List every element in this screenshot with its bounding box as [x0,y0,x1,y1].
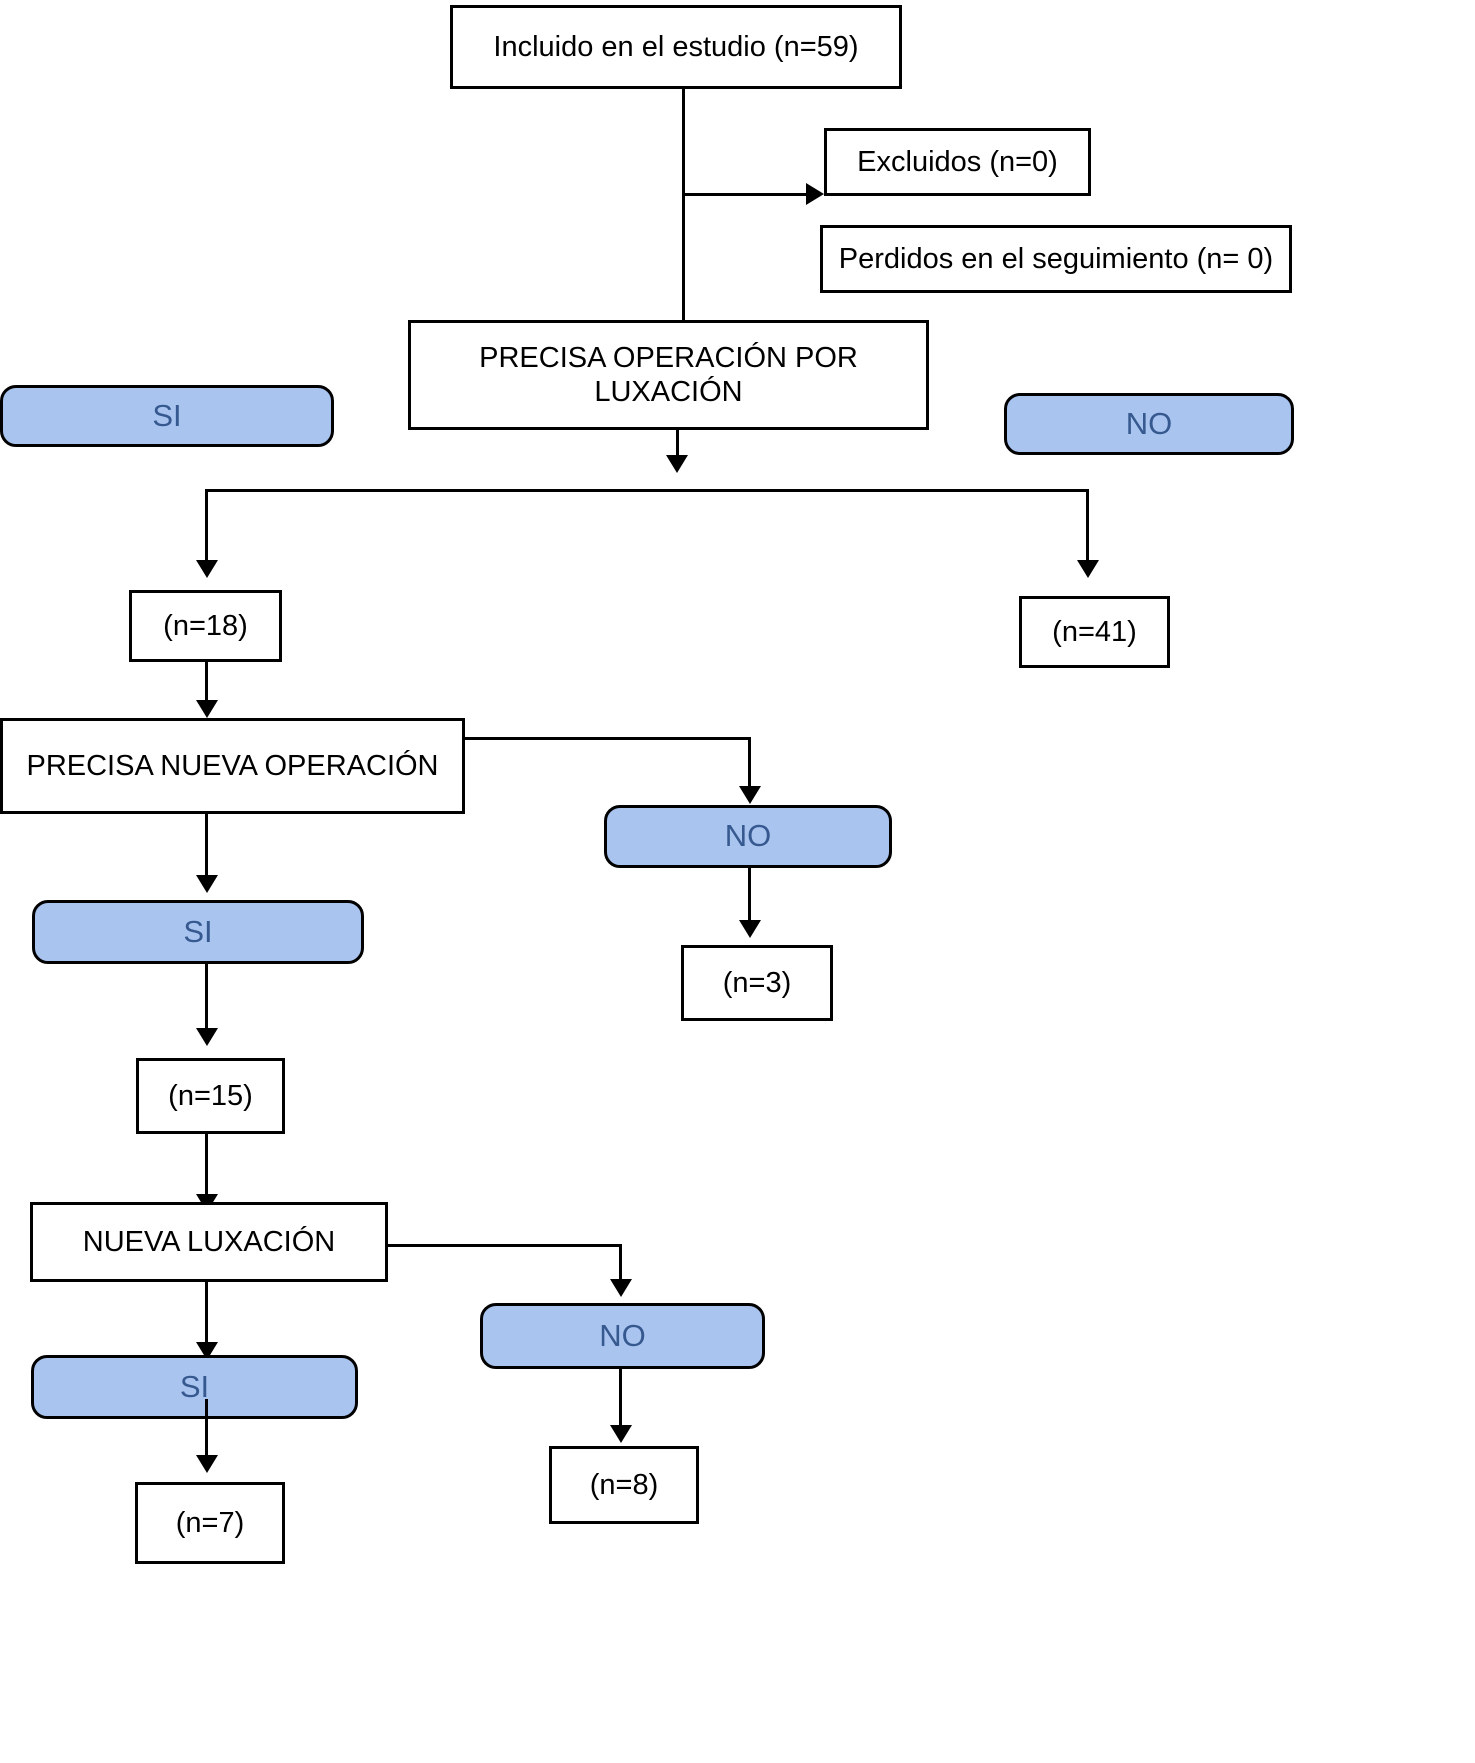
arrowhead-new-dislocation-no-icon [610,1279,632,1297]
arrowhead-new-surgery-yes-icon [196,875,218,893]
node-included: Incluido en el estudio (n=59) [450,5,902,89]
arrowhead-count-7-icon [196,1455,218,1473]
node-count-7: (n=7) [135,1482,285,1564]
arrowhead-count-8-icon [610,1425,632,1443]
connector-decision-stem [676,430,679,462]
connector-included-stem [682,89,685,336]
node-count-3: (n=3) [681,945,833,1021]
node-count-15: (n=15) [136,1058,285,1134]
connector-new-dislocation-no-leg [619,1244,622,1286]
node-excluded: Excluidos (n=0) [824,128,1091,196]
connector-new-surgery-to-no [465,737,751,740]
connector-no-to-8 [619,1369,622,1431]
connector-split-right-leg [1086,489,1089,569]
node-new-dislocation-no: NO [480,1303,765,1369]
connector-new-dislocation-to-no [388,1244,622,1247]
connector-included-to-excluded [682,193,812,196]
node-needs-surgery-no: NO [1004,393,1294,455]
arrowhead-split-right-icon [1077,560,1099,578]
node-needs-surgery-dislocation: PRECISA OPERACIÓN POR LUXACIÓN [408,320,929,430]
node-new-dislocation-yes: SI [31,1355,358,1419]
node-count-18: (n=18) [129,590,282,662]
node-count-8: (n=8) [549,1446,699,1524]
arrowhead-count-15-icon [196,1028,218,1046]
node-count-41: (n=41) [1019,596,1170,668]
connector-new-dislocation-to-yes [205,1282,208,1350]
node-new-dislocation: NUEVA LUXACIÓN [30,1202,388,1282]
node-needs-new-surgery: PRECISA NUEVA OPERACIÓN [0,718,465,814]
arrowhead-new-surgery-icon [196,700,218,718]
connector-split-bar [205,489,1089,492]
connector-no-to-3 [748,868,751,926]
arrowhead-new-surgery-no-icon [739,786,761,804]
node-lost-followup: Perdidos en el seguimiento (n= 0) [820,225,1292,293]
connector-15-to-new-dislocation [205,1134,208,1202]
arrowhead-to-excluded-icon [806,183,824,205]
connector-yes-to-7 [205,1399,208,1461]
node-new-surgery-no: NO [604,805,892,868]
arrowhead-split-left-icon [196,560,218,578]
arrowhead-decision-icon [666,455,688,473]
connector-yes-to-15 [205,964,208,1034]
connector-18-to-new-surgery [205,662,208,707]
arrowhead-count-3-icon [739,920,761,938]
connector-split-left-leg [205,489,208,569]
connector-new-surgery-no-leg [748,737,751,793]
node-new-surgery-yes: SI [32,900,364,964]
connector-new-surgery-to-yes [205,814,208,882]
node-needs-surgery-yes: SI [0,385,334,447]
